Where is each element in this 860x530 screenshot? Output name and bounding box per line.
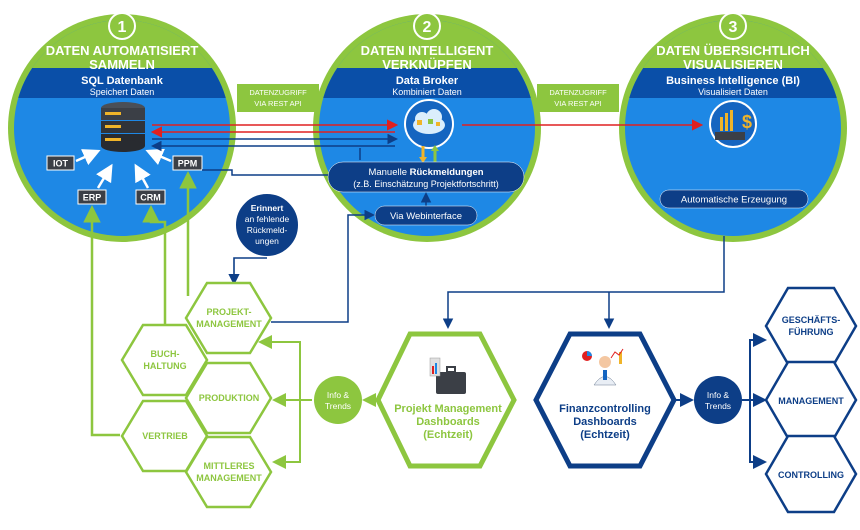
stage-3-band-sub: Visualisiert Daten [698, 87, 768, 97]
stage-1-band-sub: Speichert Daten [90, 87, 155, 97]
hex-produktion: PRODUKTION [184, 361, 273, 435]
info-trends-navy-line2: Trends [705, 401, 731, 411]
cloud-broker-icon [404, 99, 454, 149]
reminder-arrow [228, 257, 267, 286]
briefcase-icon [429, 357, 466, 394]
reminder-line1: Erinnert [251, 203, 284, 213]
hex-management: MANAGEMENT [764, 360, 858, 440]
hex-geschaeftsfuehrung: GESCHÄFTS- FÜHRUNG [764, 286, 858, 366]
svg-text:Manuelle Rückmeldungen: Manuelle Rückmeldungen [368, 167, 483, 178]
source-iot: IOT [46, 155, 75, 171]
stage-2-title-line1: DATEN INTELLIGENT [361, 43, 494, 58]
source-ppm: PPM [172, 155, 203, 171]
source-erp-label: ERP [83, 193, 102, 203]
hex-mittleres-management: MITTLERES MANAGEMENT [184, 435, 273, 509]
fc-dashboard-line2: Dashboards [573, 416, 637, 428]
audience-bracket-arrows [742, 333, 767, 469]
pm-dashboard-hex: Projekt Management Dashboards (Echtzeit) [375, 331, 517, 469]
fc-dashboard-line3: (Echtzeit) [580, 429, 630, 441]
audience-hex-column: GESCHÄFTS- FÜHRUNG MANAGEMENT CONTROLLIN… [764, 286, 858, 514]
source-crm-label: CRM [140, 193, 161, 203]
hex-projektmanagement-line1: PROJEKT- [206, 307, 251, 317]
stage-1-number: 1 [118, 19, 127, 36]
manual-feedback-sub: (z.B. Einschätzung Projektfortschritt) [353, 179, 499, 189]
stage-3-title-line2: VISUALISIEREN [683, 57, 783, 72]
webinterface-box: Via Webinterface [374, 205, 478, 226]
info-trends-navy: Info & Trends [694, 376, 742, 424]
source-arrows [75, 148, 172, 189]
department-hex-cluster: PROJEKT- MANAGEMENT BUCH- HALTUNG PRODUK… [120, 281, 273, 509]
reminder-line2: an fehlende [245, 214, 290, 224]
database-icon [101, 102, 145, 152]
stage-1-band-title: SQL Datenbank [81, 75, 164, 87]
webinterface-label: Via Webinterface [390, 211, 462, 222]
bi-to-dashboards-arrows [442, 236, 725, 329]
stage-2-band-sub: Kombiniert Daten [392, 87, 462, 97]
source-iot-label: IOT [53, 159, 69, 169]
stage-2-number: 2 [423, 19, 432, 36]
connector-1: DATENZUGRIFF VIA REST API [237, 84, 319, 112]
stage-1-title-line1: DATEN AUTOMATISIERT [46, 43, 199, 58]
hex-projektmanagement: PROJEKT- MANAGEMENT [184, 281, 273, 355]
hex-geschaeftsfuehrung-line2: FÜHRUNG [789, 327, 834, 337]
info-bracket-arrows [258, 335, 312, 469]
manual-feedback-pre: Manuelle [368, 167, 409, 178]
info-trends-navy-line1: Info & [707, 390, 730, 400]
stage-3-number: 3 [729, 19, 738, 36]
hex-buchhaltung: BUCH- HALTUNG [120, 323, 209, 397]
reminder-line3: Rückmeld- [247, 225, 288, 235]
reminder-line4: ungen [255, 236, 279, 246]
pm-to-webinterface-arrow [271, 209, 375, 323]
hex-mittleres-line1: MITTLERES [204, 461, 255, 471]
hex-geschaeftsfuehrung-line1: GESCHÄFTS- [782, 315, 841, 325]
hex-management-label: MANAGEMENT [778, 396, 844, 406]
hex-buchhaltung-line1: BUCH- [151, 349, 180, 359]
hex-controlling: CONTROLLING [764, 434, 858, 514]
connector-2: DATENZUGRIFF VIA REST API [537, 84, 619, 112]
hex-controlling-label: CONTROLLING [778, 470, 844, 480]
hex-produktion-label: PRODUKTION [199, 393, 260, 403]
analyst-icon [582, 348, 624, 386]
source-crm: CRM [135, 189, 166, 205]
fc-dashboard-line1: Finanzcontrolling [559, 403, 651, 415]
hex-vertrieb-label: VERTRIEB [142, 431, 188, 441]
auto-generation-box: Automatische Erzeugung [659, 189, 809, 209]
stage-1-title-line2: SAMMELN [89, 57, 155, 72]
data-flow-arrows [150, 119, 704, 176]
info-trends-green-line2: Trends [325, 401, 351, 411]
pm-dashboard-line3: (Echtzeit) [423, 429, 473, 441]
stage-1-circle: 1 DATEN AUTOMATISIERT SAMMELN SQL Datenb… [8, 12, 236, 242]
hex-mittleres-line2: MANAGEMENT [196, 473, 262, 483]
manual-feedback-bold: Rückmeldungen [410, 167, 484, 178]
stage-3-band-title: Business Intelligence (BI) [666, 75, 800, 87]
source-erp: ERP [77, 189, 107, 205]
pm-dashboard-line2: Dashboards [416, 416, 480, 428]
bi-icon: $ [709, 100, 757, 148]
auto-generation-label: Automatische Erzeugung [681, 195, 787, 206]
hex-source-lines [83, 171, 197, 437]
pm-dashboard-line1: Projekt Management [394, 403, 502, 415]
manual-feedback-box: Manuelle Rückmeldungen (z.B. Einschätzun… [327, 161, 525, 193]
fc-dashboard-hex: Finanzcontrolling Dashboards (Echtzeit) [533, 331, 677, 469]
updown-arrows-icon [419, 145, 439, 163]
info-trends-green: Info & Trends [314, 376, 362, 424]
connector-2-line1: DATENZUGRIFF [549, 88, 607, 97]
hex-projektmanagement-line2: MANAGEMENT [196, 319, 262, 329]
connector-1-line1: DATENZUGRIFF [249, 88, 307, 97]
stage-3-title-line1: DATEN ÜBERSICHTLICH [656, 43, 810, 58]
connector-2-line2: VIA REST API [554, 99, 601, 108]
reminder-bubble: Erinnert an fehlende Rückmeld- ungen [234, 192, 300, 258]
source-ppm-label: PPM [178, 159, 198, 169]
connector-1-line2: VIA REST API [254, 99, 301, 108]
stage-2-title-line2: VERKNÜPFEN [382, 57, 472, 72]
hex-buchhaltung-line2: HALTUNG [143, 361, 186, 371]
info-trends-green-line1: Info & [327, 390, 350, 400]
dollar-icon: $ [742, 112, 752, 132]
stage-2-band-title: Data Broker [396, 75, 459, 87]
